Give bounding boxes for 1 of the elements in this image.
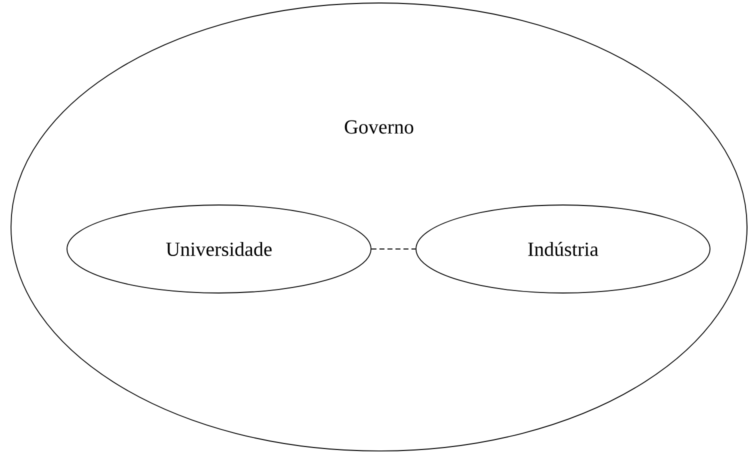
dashed-line (371, 248, 416, 250)
